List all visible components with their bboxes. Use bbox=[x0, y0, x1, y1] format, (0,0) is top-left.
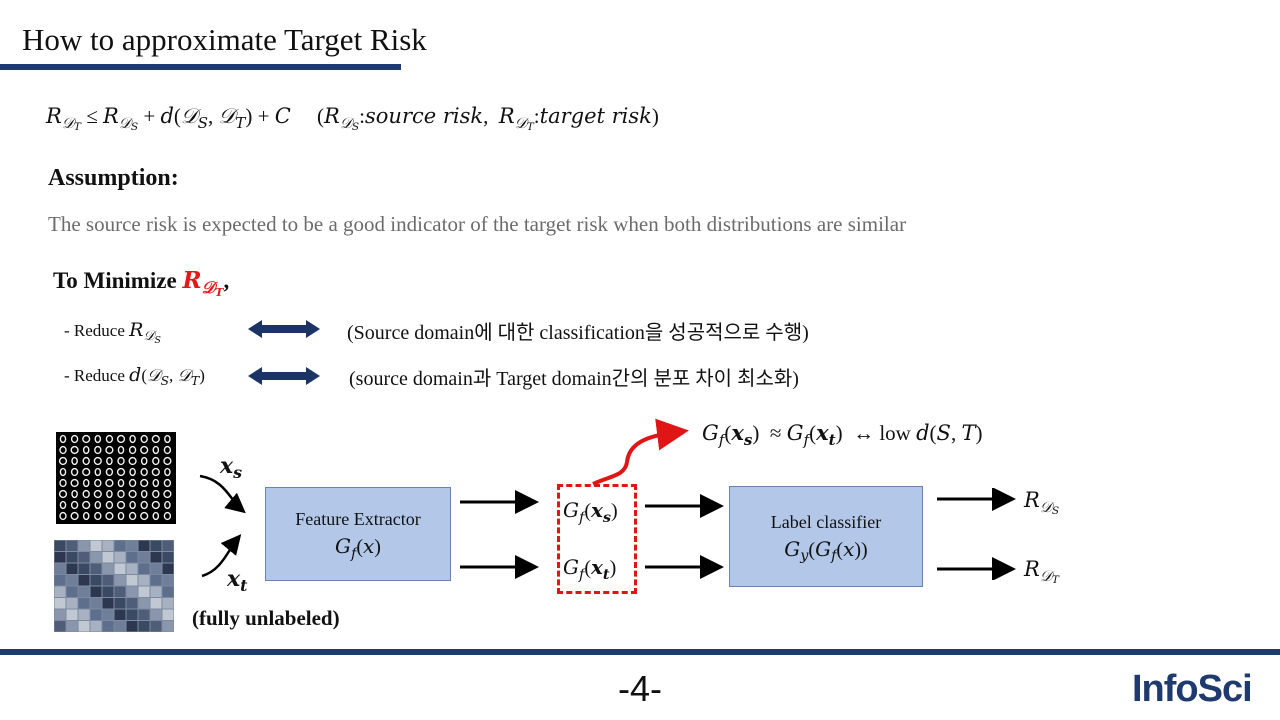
source-digits-image bbox=[56, 432, 176, 524]
bullet2-description: (source domain과 Target domain간의 분포 차이 최소… bbox=[349, 368, 799, 390]
feature-alignment-note: Gf(xs) ≈ Gf(xt) ↔ low d(S, T) bbox=[702, 420, 983, 449]
label-classifier-label: Label classifier bbox=[770, 511, 882, 532]
bullet1-description: (Source domain에 대한 classification을 성공적으로… bbox=[347, 322, 809, 344]
arrow-right-icon bbox=[460, 490, 539, 579]
target-svhn-image bbox=[54, 540, 174, 632]
assumption-heading: Assumption: bbox=[48, 165, 179, 191]
to-minimize-heading: To Minimize R𝒟T, bbox=[53, 267, 230, 300]
arrow-right-icon bbox=[937, 488, 1016, 580]
title-underline bbox=[0, 64, 401, 70]
to-minimize-prefix: To Minimize bbox=[53, 268, 183, 293]
page-number: -4- bbox=[618, 668, 662, 709]
footer-rule bbox=[0, 649, 1280, 655]
unlabeled-note: (fully unlabeled) bbox=[192, 606, 340, 630]
feature-highlight-box bbox=[557, 484, 637, 594]
risk-inequality: R𝒟T ≤ R𝒟S + d(𝒟S, 𝒟T) + C (R𝒟S:source ri… bbox=[46, 104, 659, 134]
label-classifier-formula: Gy(Gf(x)) bbox=[784, 536, 868, 565]
input-arrows bbox=[199, 474, 246, 578]
source-risk-output: R𝒟S bbox=[1024, 488, 1060, 518]
bullet-reduce-source-risk: - Reduce R𝒟S bbox=[64, 319, 161, 346]
arrow-right-icon bbox=[645, 494, 724, 579]
assumption-text: The source risk is expected to be a good… bbox=[48, 212, 907, 236]
feature-source: Gf(xs) bbox=[563, 498, 618, 526]
xt-label: xt bbox=[227, 566, 248, 596]
bullet2-label: - Reduce bbox=[64, 366, 130, 385]
double-arrow-icon bbox=[248, 367, 320, 385]
label-classifier-box: Label classifier Gy(Gf(x)) bbox=[729, 486, 923, 587]
feature-extractor-box: Feature Extractor Gf(x) bbox=[265, 487, 451, 581]
bullet-reduce-divergence: - Reduce d(𝒟S, 𝒟T) bbox=[64, 364, 205, 388]
feature-target: Gf(xt) bbox=[563, 555, 617, 583]
feature-extractor-label: Feature Extractor bbox=[295, 509, 421, 529]
double-arrow-icon bbox=[248, 320, 320, 338]
low-word: low bbox=[879, 421, 911, 445]
feature-extractor-formula: Gf(x) bbox=[335, 534, 381, 562]
page-title: How to approximate Target Risk bbox=[22, 22, 427, 57]
red-curved-arrow-icon bbox=[592, 418, 689, 486]
xs-label: xs bbox=[220, 453, 243, 483]
infosci-logo: InfoSci bbox=[1132, 668, 1253, 710]
bullet1-label: - Reduce bbox=[64, 321, 130, 340]
target-risk-output: R𝒟T bbox=[1024, 557, 1059, 587]
